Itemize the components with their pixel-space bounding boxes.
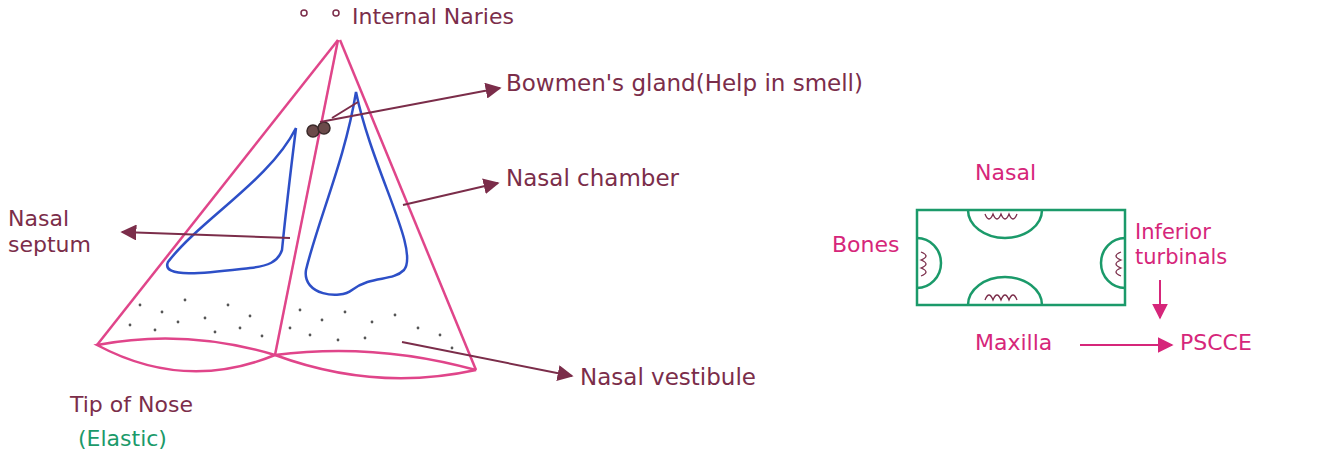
part-name: Nasal vestibule <box>580 364 756 392</box>
bowman-gland <box>307 125 319 137</box>
leader-line <box>122 88 572 376</box>
note: (Elastic) <box>78 426 167 452</box>
bone-name: Nasal <box>975 160 1036 186</box>
part-name: Bowmen's gland(Help in smell) <box>506 70 863 98</box>
nasal-cavity-section <box>917 210 1172 345</box>
epithelium-name: PSCCE <box>1180 330 1252 356</box>
part-name: Nasal chamber <box>506 165 679 193</box>
part-name: Internal Naries <box>352 4 514 30</box>
bowman-gland <box>318 122 330 134</box>
bone-name: Inferior turbinals <box>1135 220 1285 270</box>
nose-outline <box>97 40 476 378</box>
nasal-chamber <box>167 92 407 295</box>
bone-name: Bones <box>832 232 900 258</box>
part-name: Nasal septum <box>8 206 118 259</box>
nares-dot <box>333 10 339 16</box>
part-name: Tip of Nose <box>70 392 193 418</box>
bone-name: Maxilla <box>975 330 1052 356</box>
nares-dot <box>301 10 307 16</box>
